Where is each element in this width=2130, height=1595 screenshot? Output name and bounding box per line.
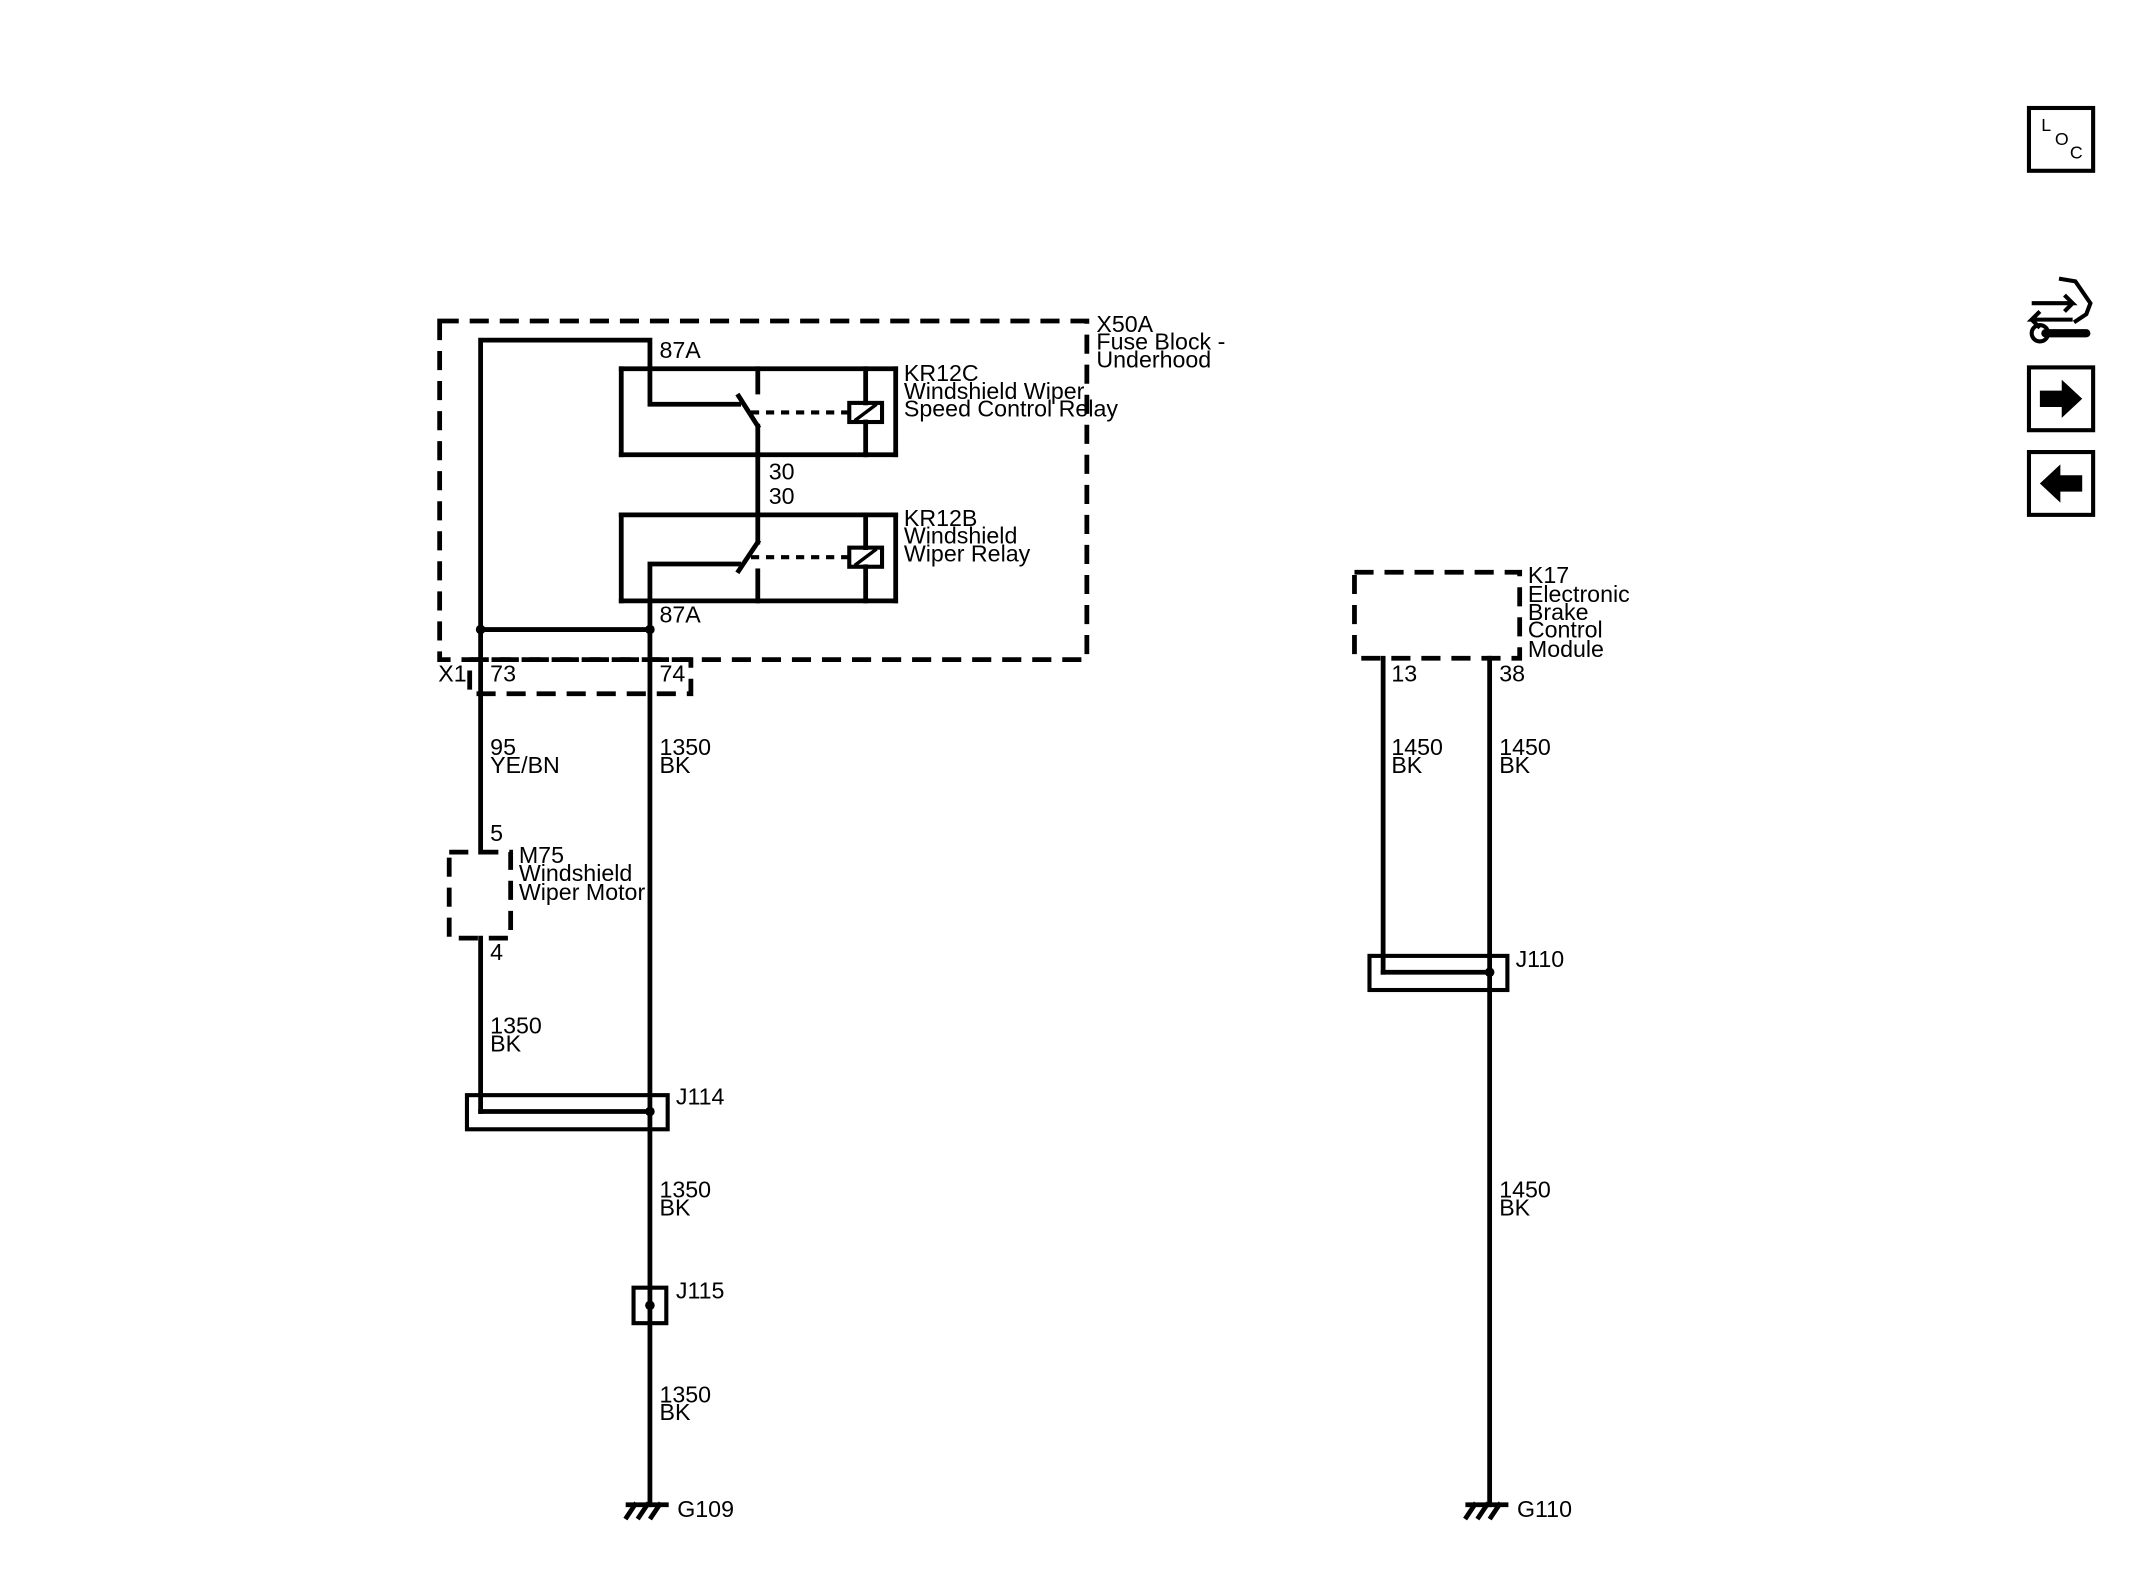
kr12c-id: KR12C xyxy=(904,360,979,386)
kr12b-name-2: Wiper Relay xyxy=(904,540,1031,566)
wire-1350-color: BK xyxy=(659,752,690,778)
arrow-left-icon xyxy=(2039,464,2083,503)
ebcm-id: K17 xyxy=(1528,562,1569,588)
x1-pin-73: 73 xyxy=(490,660,516,686)
motor-name-2: Wiper Motor xyxy=(519,879,646,905)
splice-j115-dot xyxy=(645,1300,655,1311)
x1-connector-outline xyxy=(467,657,694,697)
splice-j110 xyxy=(1367,953,1510,993)
prev-arrow-button[interactable] xyxy=(2026,450,2096,517)
ground-g109-icon xyxy=(623,1501,669,1521)
kr12c-pin-30: 30 xyxy=(769,458,795,484)
ground-g109-label: G109 xyxy=(677,1496,734,1522)
wire-motor-color: BK xyxy=(490,1030,521,1056)
wire-motor-circuit: 1350 xyxy=(490,1013,542,1039)
ebcm-name-2: Brake xyxy=(1528,599,1589,625)
next-arrow-button[interactable] xyxy=(2026,365,2096,433)
wire-j114-circuit: 1350 xyxy=(659,1177,711,1203)
motor-pin-4: 4 xyxy=(490,939,503,965)
x1-pin-74: 74 xyxy=(659,660,685,686)
wire-1450-left-circuit: 1450 xyxy=(1391,734,1443,760)
wire-1450-left-color: BK xyxy=(1391,752,1422,778)
motor-m75-outline xyxy=(446,849,514,941)
ebcm-name-4: Module xyxy=(1528,636,1604,662)
ground-g110-label: G110 xyxy=(1517,1496,1572,1522)
kr12c-pin-87a: 87A xyxy=(659,337,701,363)
splice-j115 xyxy=(631,1285,669,1326)
wire-1350-circuit: 1350 xyxy=(659,734,711,760)
wire-j115-circuit: 1350 xyxy=(659,1381,711,1407)
kr12b-id: KR12B xyxy=(904,505,978,531)
splice-j114-dot xyxy=(645,1106,655,1117)
ebcm-outline xyxy=(1352,569,1523,661)
wire-1450-lower-circuit: 1450 xyxy=(1499,1177,1551,1203)
motor-name-1: Windshield xyxy=(519,860,633,886)
kr12b-pin-30: 30 xyxy=(769,483,795,509)
arrow-right-icon xyxy=(2039,379,2083,418)
splice-j110-dot xyxy=(1484,967,1495,978)
kr12b-name-1: Windshield xyxy=(904,523,1018,549)
fuse-block-name-1: Fuse Block - xyxy=(1096,329,1225,355)
ebcm-name-3: Control xyxy=(1528,617,1603,643)
fuse-block-id: X50A xyxy=(1096,311,1153,337)
fuse-block-name-2: Underhood xyxy=(1096,346,1211,372)
wire-95-color: YE/BN xyxy=(490,752,560,778)
relay-kr12c xyxy=(618,366,899,458)
fuse-block-outline xyxy=(437,318,1090,662)
x1-connector-label: X1 xyxy=(438,660,466,686)
ebcm-pin-13: 13 xyxy=(1391,660,1417,686)
wire-j114-color: BK xyxy=(659,1194,690,1220)
ebcm-name-1: Electronic xyxy=(1528,581,1630,607)
splice-j115-label: J115 xyxy=(676,1278,725,1304)
wire-1450-right-color: BK xyxy=(1499,752,1530,778)
loc-letter-o: O xyxy=(2055,129,2069,149)
wire-j115-color: BK xyxy=(659,1399,690,1425)
loc-letter-l: L xyxy=(2041,115,2051,135)
loc-letter-c: C xyxy=(2070,143,2083,163)
diagnostic-wrench-icon[interactable] xyxy=(2026,276,2093,344)
junction-dot-73 xyxy=(475,624,486,635)
ebcm-pin-38: 38 xyxy=(1499,660,1525,686)
loc-button[interactable]: L O C xyxy=(2026,105,2096,173)
kr12c-name-1: Windshield Wiper xyxy=(904,378,1085,404)
relay-kr12b xyxy=(618,512,899,632)
ground-g110-icon xyxy=(1463,1501,1509,1521)
motor-pin-5: 5 xyxy=(490,820,503,846)
wire-95-circuit: 95 xyxy=(490,734,516,760)
splice-j114-label: J114 xyxy=(676,1084,725,1110)
kr12c-name-2: Speed Control Relay xyxy=(904,396,1119,422)
kr12b-pin-87a: 87A xyxy=(659,602,701,628)
splice-j114 xyxy=(464,1093,670,1132)
wire-1450-right-circuit: 1450 xyxy=(1499,734,1551,760)
splice-j110-label: J110 xyxy=(1516,946,1565,972)
wire-1450-lower-color: BK xyxy=(1499,1194,1530,1220)
wire-87a-to-motor xyxy=(478,337,653,855)
motor-id: M75 xyxy=(519,842,564,868)
